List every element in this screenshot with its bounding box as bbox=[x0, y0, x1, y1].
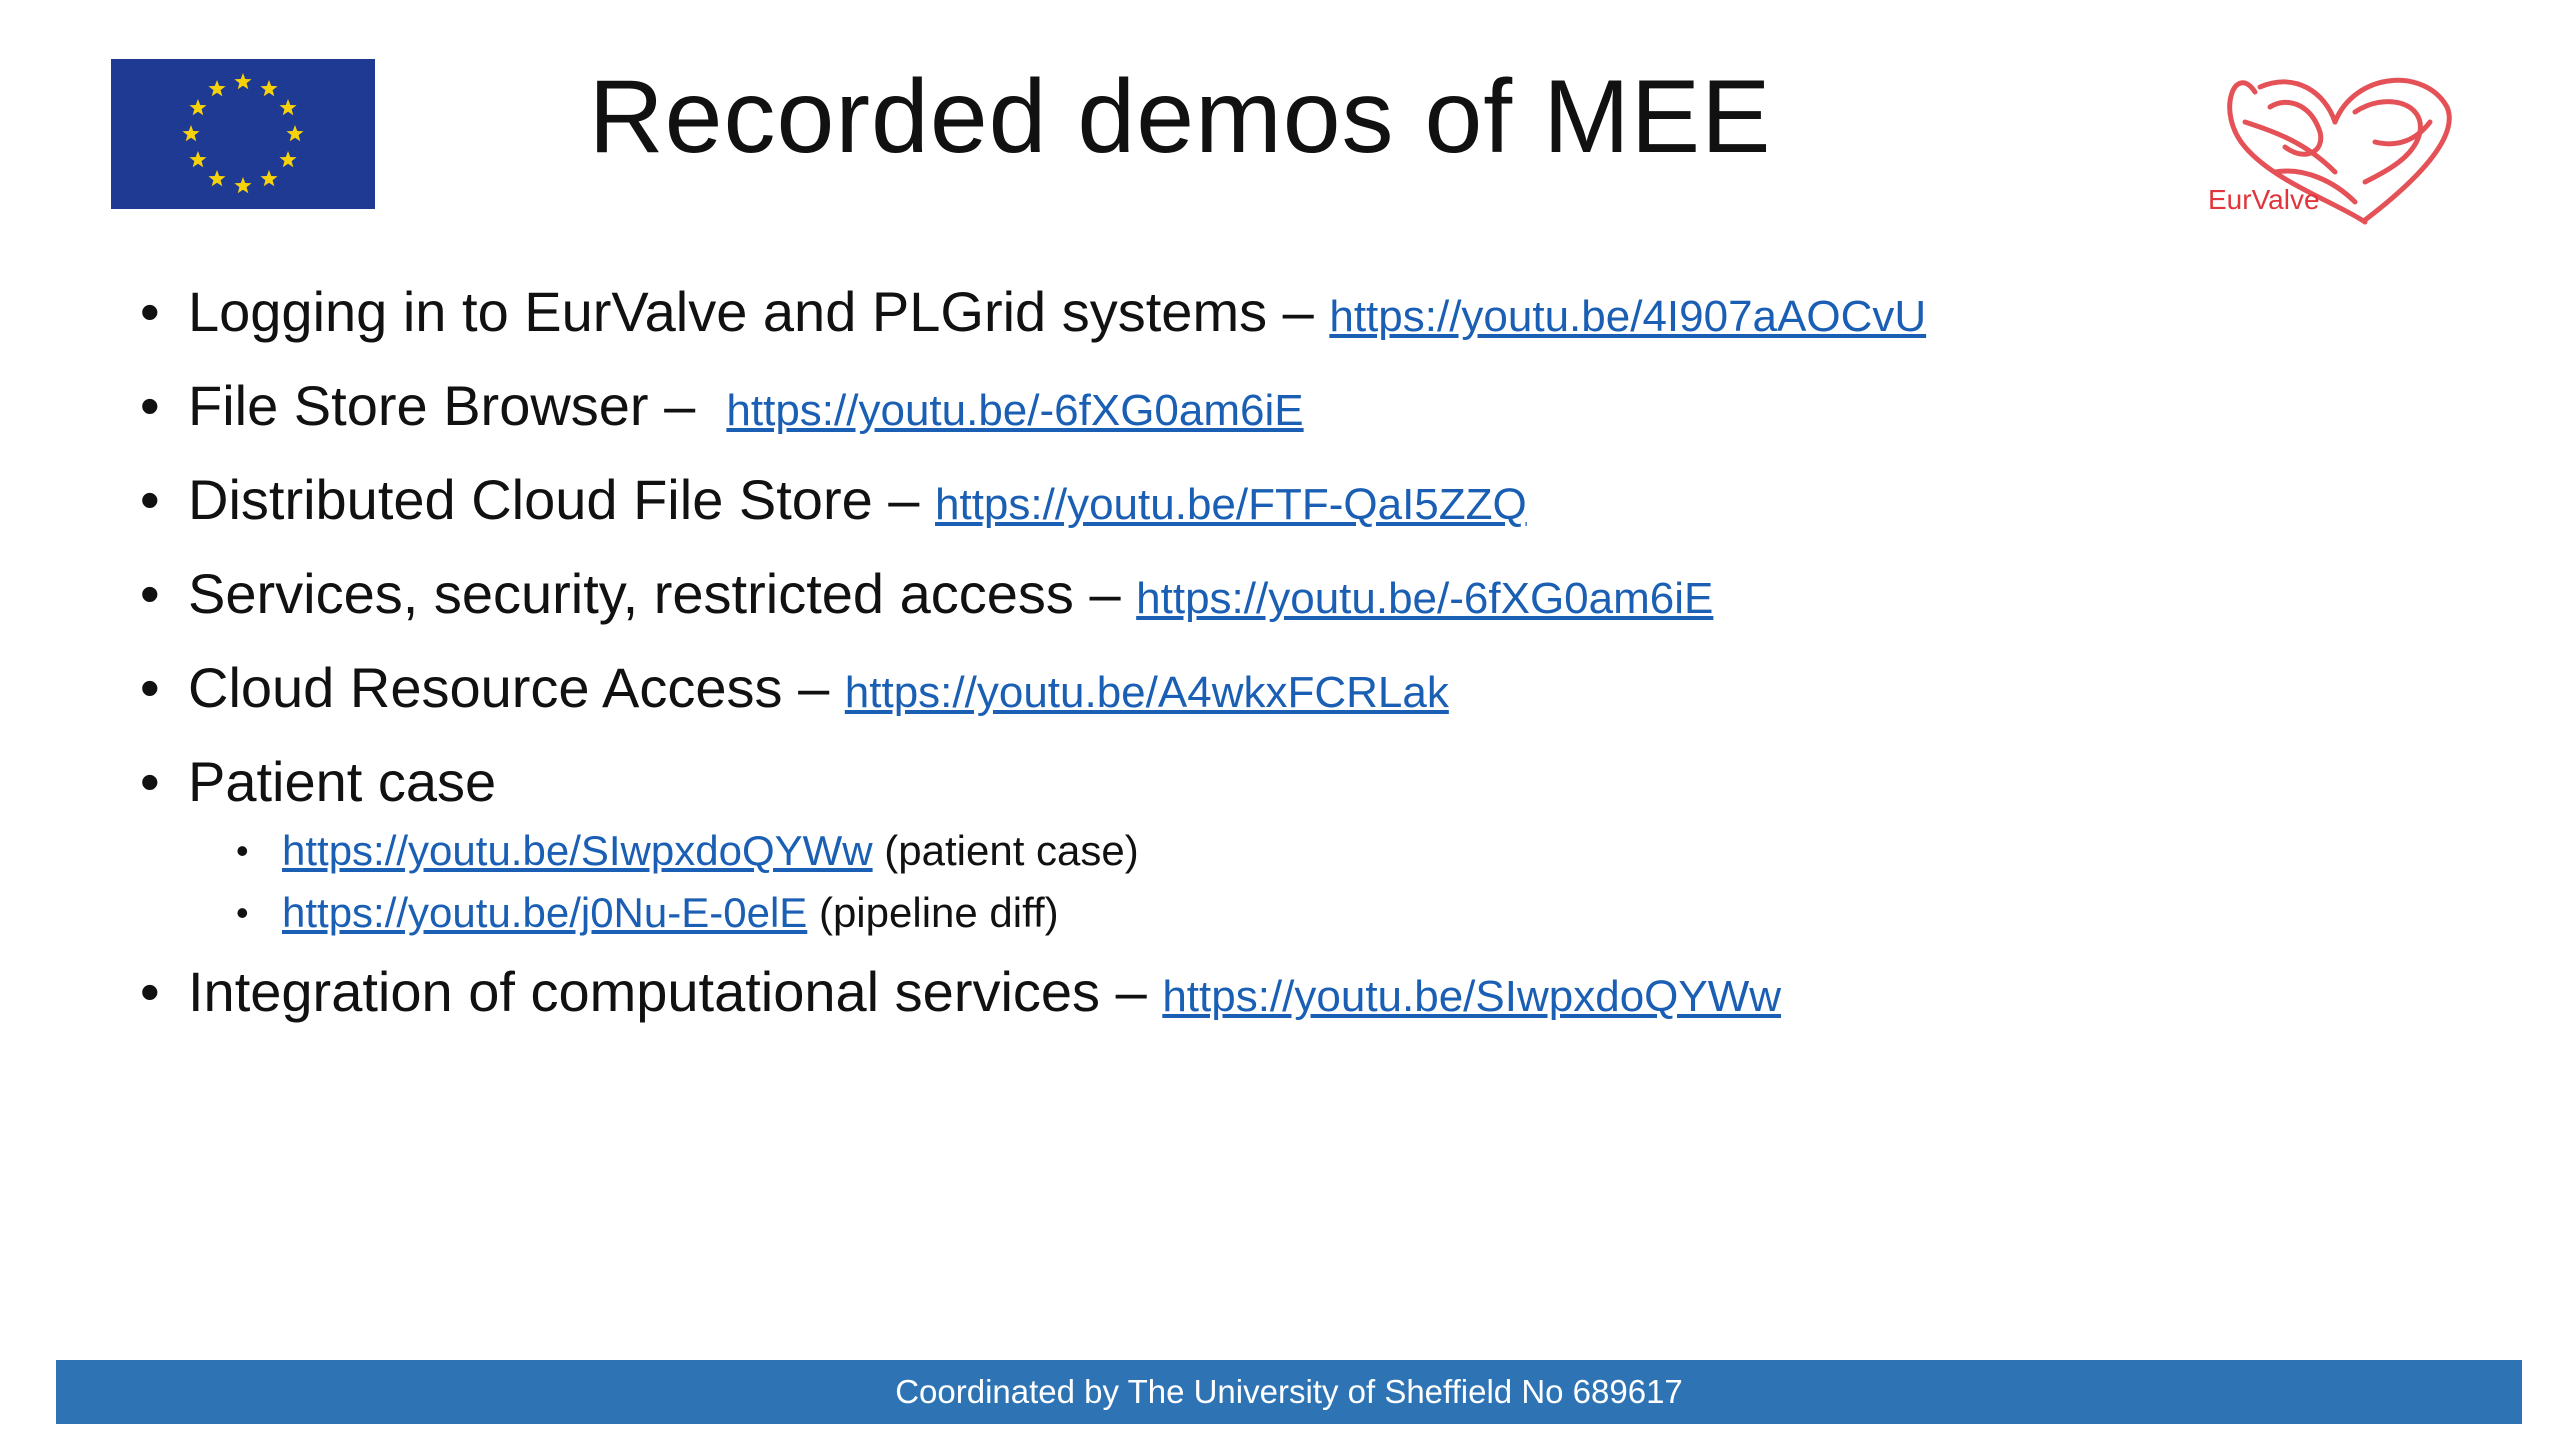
video-link[interactable]: https://youtu.be/j0Nu-E-0elE bbox=[282, 889, 808, 936]
bullet-dot: • bbox=[140, 960, 160, 1023]
list-item: • Cloud Resource Access – https://youtu.… bbox=[140, 656, 2440, 750]
list-item: • Services, security, restricted access … bbox=[140, 562, 2440, 656]
bullet-dot: • bbox=[140, 374, 160, 437]
eu-star bbox=[208, 79, 226, 97]
bullet-dot: • bbox=[140, 656, 160, 719]
sub-item-note: (pipeline diff) bbox=[807, 889, 1059, 936]
bullet-dot: • bbox=[140, 280, 160, 343]
item-label: Patient case bbox=[188, 750, 497, 813]
video-link[interactable]: https://youtu.be/-6fXG0am6iE bbox=[726, 386, 1304, 435]
item-label: Distributed Cloud File Store – bbox=[188, 468, 936, 531]
video-link[interactable]: https://youtu.be/-6fXG0am6iE bbox=[1136, 574, 1714, 623]
sub-bullet-dot: • bbox=[236, 830, 249, 871]
sub-list-item: • https://youtu.be/SIwpxdoQYWw (patient … bbox=[140, 822, 2440, 884]
eu-star bbox=[260, 170, 278, 187]
sub-bullet-dot: • bbox=[236, 892, 249, 933]
list-item: • Logging in to EurValve and PLGrid syst… bbox=[140, 280, 2440, 374]
video-link[interactable]: https://youtu.be/SIwpxdoQYWw bbox=[282, 827, 873, 874]
eu-star bbox=[234, 73, 252, 90]
bullet-dot: • bbox=[140, 468, 160, 531]
video-link[interactable]: https://youtu.be/SIwpxdoQYWw bbox=[1162, 972, 1782, 1021]
video-link[interactable]: https://youtu.be/FTF-QaI5ZZQ bbox=[935, 480, 1527, 529]
eu-star bbox=[208, 170, 226, 187]
eu-star bbox=[182, 125, 200, 142]
item-label: Logging in to EurValve and PLGrid system… bbox=[188, 280, 1330, 343]
list-item: • Distributed Cloud File Store – https:/… bbox=[140, 468, 2440, 562]
bullet-list: • Logging in to EurValve and PLGrid syst… bbox=[140, 280, 2440, 1054]
bullet-dot: • bbox=[140, 750, 160, 813]
sub-item-note: (patient case) bbox=[872, 827, 1139, 874]
eu-star bbox=[260, 79, 278, 97]
slide-title: Recorded demos of MEE bbox=[588, 59, 1772, 175]
list-item: • Integration of computational services … bbox=[140, 960, 2440, 1054]
eu-star bbox=[234, 177, 252, 194]
list-item: • File Store Browser – https://youtu.be/… bbox=[140, 374, 2440, 468]
item-label: Cloud Resource Access – bbox=[188, 656, 845, 719]
video-link[interactable]: https://youtu.be/A4wkxFCRLak bbox=[844, 668, 1449, 717]
list-item: • Patient case bbox=[140, 750, 2440, 822]
logo-text: EurValve bbox=[2208, 184, 2320, 215]
item-label: Services, security, restricted access – bbox=[188, 562, 1137, 625]
eu-star bbox=[189, 99, 207, 116]
eu-flag-logo bbox=[111, 59, 375, 209]
eu-star bbox=[279, 99, 297, 116]
eu-star bbox=[189, 151, 207, 168]
footer-bar: Coordinated by The University of Sheffie… bbox=[56, 1360, 2522, 1424]
eu-star bbox=[286, 125, 304, 142]
item-label: Integration of computational services – bbox=[188, 960, 1163, 1023]
eu-star bbox=[279, 151, 297, 168]
sub-list-item: • https://youtu.be/j0Nu-E-0elE (pipeline… bbox=[140, 884, 2440, 946]
eu-stars-icon bbox=[111, 59, 375, 209]
bullet-dot: • bbox=[140, 562, 160, 625]
eurvalve-heart-logo bbox=[2215, 52, 2465, 232]
heart-icon bbox=[2227, 77, 2452, 225]
item-label: File Store Browser – bbox=[188, 374, 727, 437]
video-link[interactable]: https://youtu.be/4I907aAOCvU bbox=[1329, 292, 1927, 341]
